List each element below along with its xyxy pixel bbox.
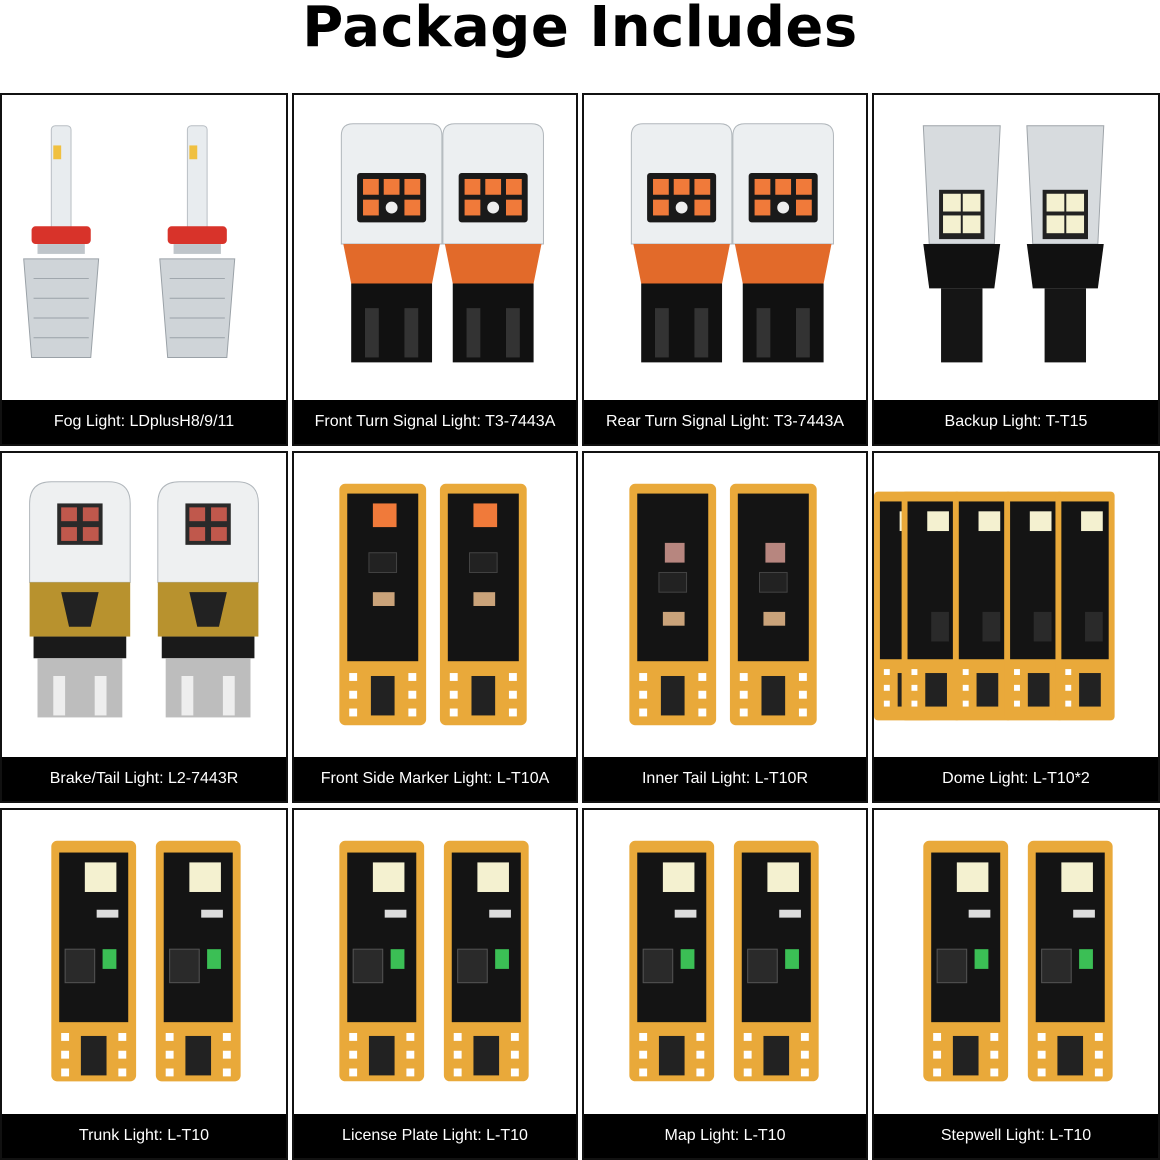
product-card-inner-tail: Inner Tail Light: L-T10R — [582, 451, 868, 803]
product-caption: Front Turn Signal Light: T3-7443A — [294, 400, 576, 444]
turn-signal-bulb-icon — [294, 95, 576, 400]
t10-white-icon — [874, 810, 1158, 1114]
product-card-brake-tail: Brake/Tail Light: L2-7443R — [0, 451, 288, 803]
page-title: Package Includes — [302, 0, 858, 60]
product-caption: Backup Light: T-T15 — [874, 400, 1158, 444]
t10-white-icon — [584, 810, 866, 1114]
t10-red-icon — [584, 453, 866, 757]
product-caption: Fog Light: LDplusH8/9/11 — [2, 400, 286, 444]
product-caption: Front Side Marker Light: L-T10A — [294, 757, 576, 801]
product-card-backup-light: Backup Light: T-T15 — [872, 93, 1160, 446]
product-caption: Trunk Light: L-T10 — [2, 1114, 286, 1158]
product-card-dome-light: Dome Light: L-T10*2 — [872, 451, 1160, 803]
product-card-front-turn-signal: Front Turn Signal Light: T3-7443A — [292, 93, 578, 446]
product-caption: Brake/Tail Light: L2-7443R — [2, 757, 286, 801]
product-caption: License Plate Light: L-T10 — [294, 1114, 576, 1158]
backup-bulb-icon — [874, 95, 1158, 400]
t10-white-icon — [294, 810, 576, 1114]
product-card-license-plate: License Plate Light: L-T10 — [292, 808, 578, 1160]
turn-signal-bulb-icon — [584, 95, 866, 400]
product-caption: Rear Turn Signal Light: T3-7443A — [584, 400, 866, 444]
t10-white-icon — [874, 453, 1158, 757]
product-card-fog-light: Fog Light: LDplusH8/9/11 — [0, 93, 288, 446]
brake-bulb-icon — [2, 453, 286, 757]
product-card-rear-turn-signal: Rear Turn Signal Light: T3-7443A — [582, 93, 868, 446]
t10-amber-icon — [294, 453, 576, 757]
product-caption: Inner Tail Light: L-T10R — [584, 757, 866, 801]
product-caption: Dome Light: L-T10*2 — [874, 757, 1158, 801]
product-card-front-side-marker: Front Side Marker Light: L-T10A — [292, 451, 578, 803]
fog-bulb-icon — [2, 95, 286, 400]
product-card-map-light: Map Light: L-T10 — [582, 808, 868, 1160]
product-card-stepwell-light: Stepwell Light: L-T10 — [872, 808, 1160, 1160]
t10-white-icon — [2, 810, 286, 1114]
product-card-trunk-light: Trunk Light: L-T10 — [0, 808, 288, 1160]
product-caption: Stepwell Light: L-T10 — [874, 1114, 1158, 1158]
product-caption: Map Light: L-T10 — [584, 1114, 866, 1158]
